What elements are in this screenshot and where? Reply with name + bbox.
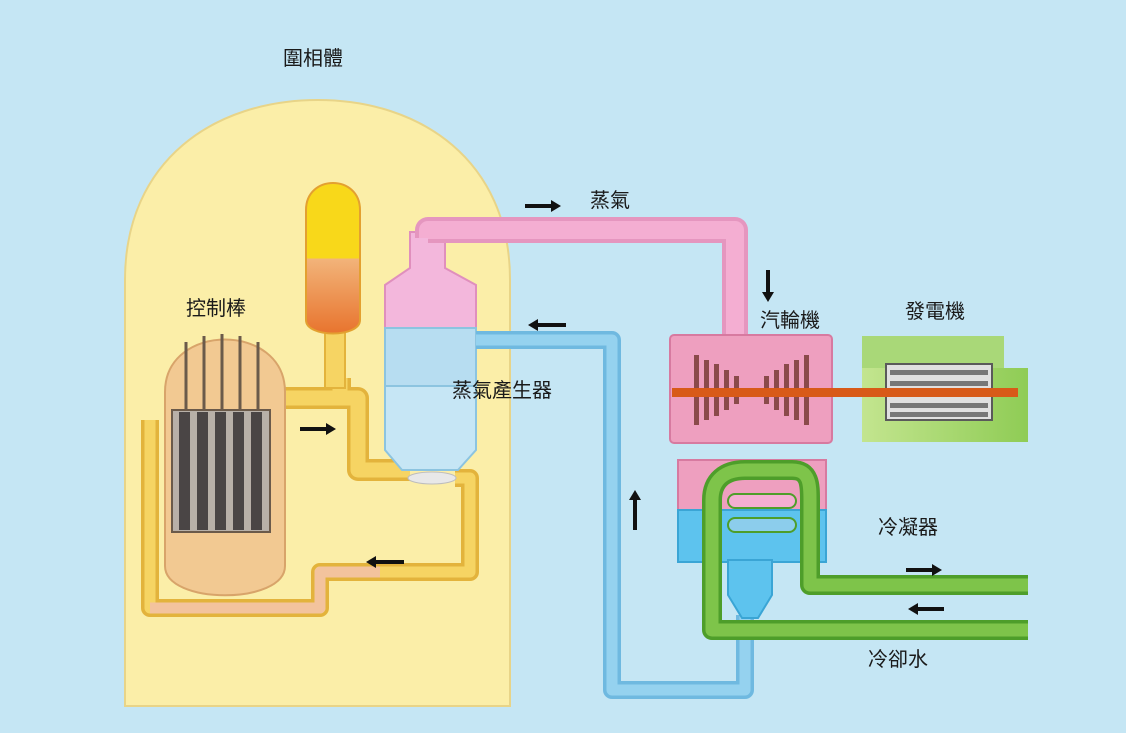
feedwater-up-arrow-icon bbox=[629, 490, 641, 530]
flow-arrows bbox=[300, 200, 944, 615]
turbine-shaft bbox=[672, 388, 1018, 397]
containment-label: 圍相體 bbox=[283, 46, 343, 70]
pressurizer bbox=[305, 182, 361, 389]
reactor-vessel bbox=[164, 334, 286, 597]
turbine-label: 汽輪機 bbox=[760, 308, 820, 332]
steam-generator-label: 蒸氣產生器 bbox=[452, 378, 552, 402]
steam-label: 蒸氣 bbox=[590, 188, 630, 212]
steam-down-arrow-icon bbox=[762, 270, 774, 302]
steam-flow-arrow-icon bbox=[525, 200, 561, 212]
cooling-in-arrow-icon bbox=[908, 603, 944, 615]
cooling-water-loop bbox=[702, 460, 1028, 640]
primary-hot-leg-arrow-icon bbox=[300, 423, 336, 435]
primary-cold-leg-arrow-icon bbox=[366, 556, 404, 568]
cooling-out-arrow-icon bbox=[906, 564, 942, 576]
condenser-label: 冷凝器 bbox=[878, 515, 938, 539]
control-rods-label: 控制棒 bbox=[186, 296, 246, 320]
feedwater-flow-arrow-icon bbox=[528, 319, 566, 331]
generator-label: 發電機 bbox=[905, 299, 965, 323]
cooling-water-label: 冷卻水 bbox=[868, 647, 928, 671]
steam-generator bbox=[384, 231, 477, 485]
